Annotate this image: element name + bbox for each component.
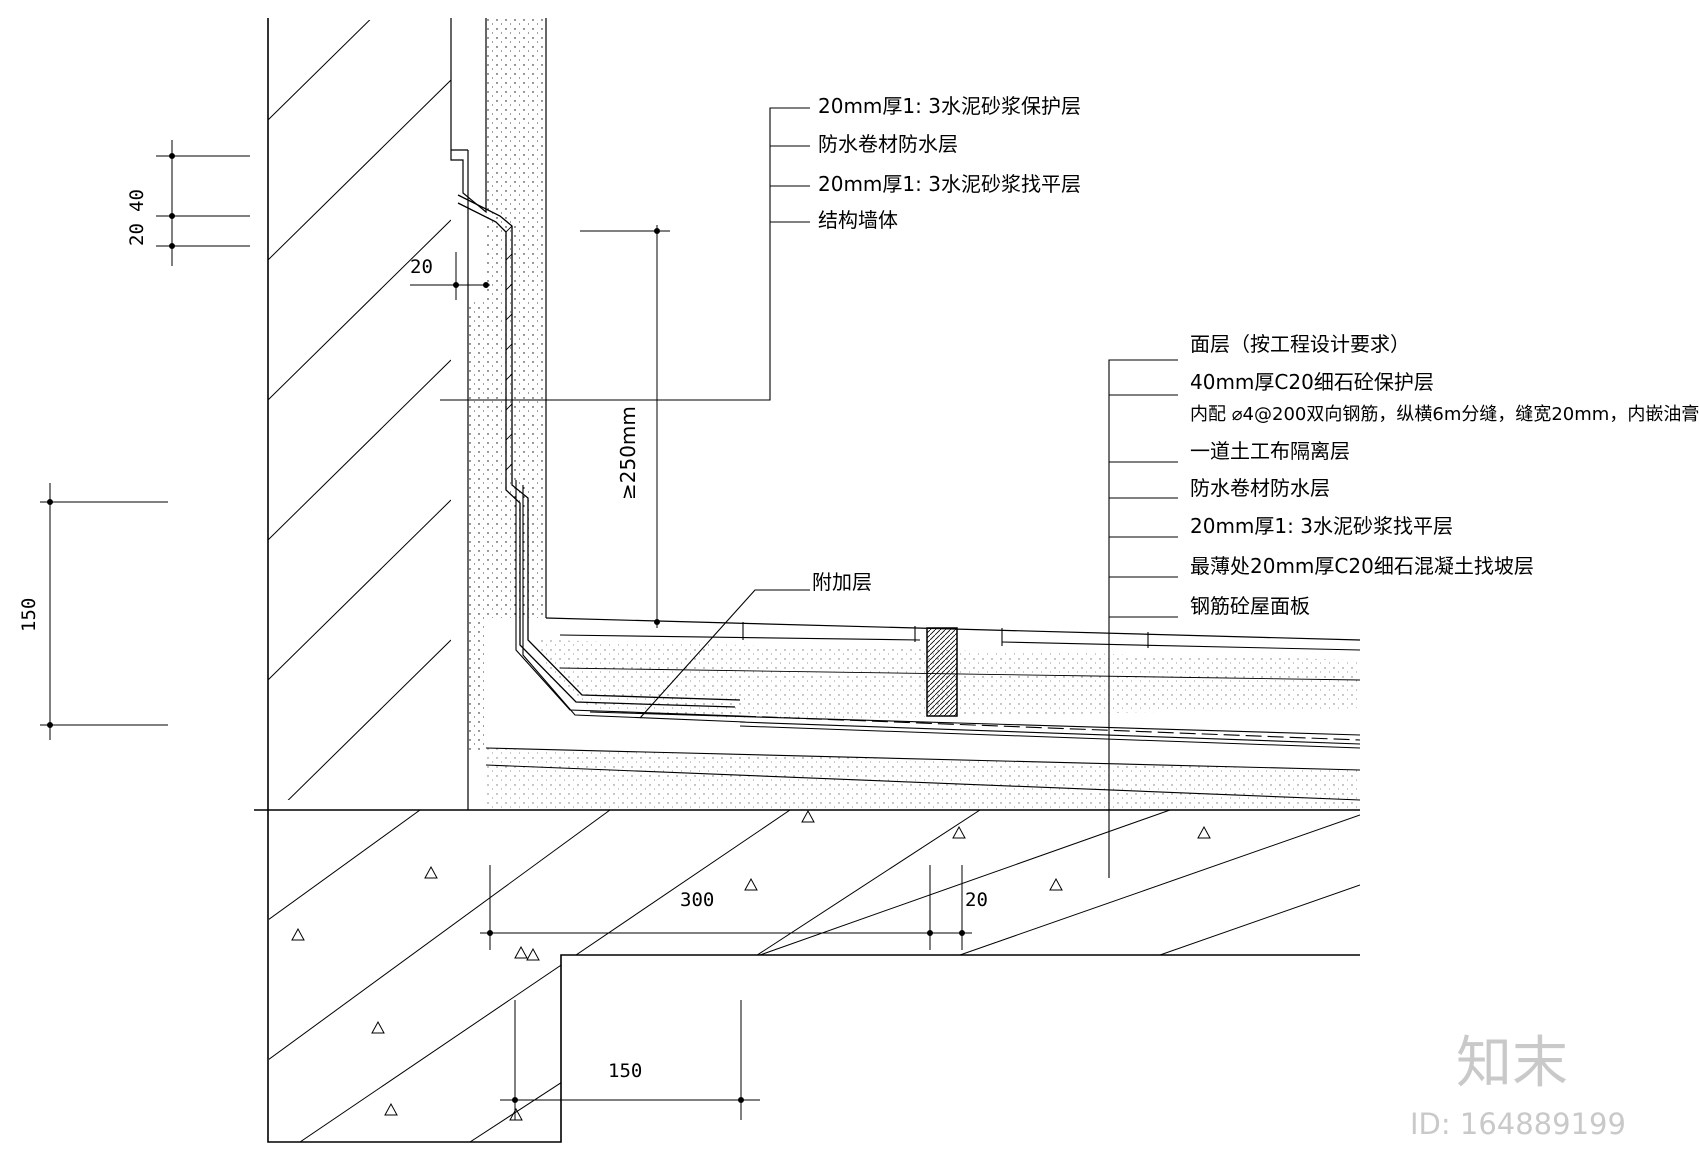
wall-layer-label: 防水卷材防水层 — [818, 132, 958, 156]
wall-layer-label: 20mm厚1: 3水泥砂浆找平层 — [818, 172, 1081, 196]
roof-layer-label: 防水卷材防水层 — [1190, 476, 1330, 500]
roof-layers — [254, 617, 1361, 811]
roof-layer-label: 最薄处20mm厚C20细石混凝土找坡层 — [1190, 554, 1534, 578]
dimension-lines — [40, 140, 972, 1120]
additional-layer-label: 附加层 — [812, 570, 872, 594]
dimension-20-top: 20 — [126, 223, 148, 246]
dimension-150-left: 150 — [18, 597, 40, 632]
watermark-brand: 知末 — [1456, 1031, 1568, 1096]
wall-layer-label: 20mm厚1: 3水泥砂浆保护层 — [818, 94, 1081, 118]
roof-layer-label: 一道土工布隔离层 — [1190, 439, 1350, 463]
roof-slab — [267, 809, 1360, 1143]
roof-layer-label: 钢筋砼屋面板 — [1190, 594, 1310, 618]
roof-layer-label: 40mm厚C20细石砼保护层 — [1190, 370, 1434, 394]
dimension-40: 40 — [126, 189, 148, 212]
wall-plaster-layers — [450, 18, 746, 750]
structural-wall — [267, 18, 469, 810]
watermark-id: ID: 164889199 — [1410, 1107, 1626, 1141]
dimension-150-bottom: 150 — [608, 1060, 643, 1082]
dimension-20-inset: 20 — [410, 256, 433, 278]
leader-lines — [440, 107, 1178, 878]
dimension-300: 300 — [680, 889, 715, 911]
height-note: ≥250mm — [616, 406, 640, 500]
roof-layer-label: 内配 ⌀4@200双向钢筋，纵横6m分缝，缝宽20mm，内嵌油膏 — [1190, 404, 1699, 425]
wall-layer-label: 结构墙体 — [818, 208, 898, 232]
roof-layer-label: 面层（按工程设计要求） — [1190, 332, 1410, 356]
dimension-20-right: 20 — [965, 889, 988, 911]
roof-layer-label: 20mm厚1: 3水泥砂浆找平层 — [1190, 514, 1453, 538]
detail-drawing — [40, 18, 1361, 1143]
